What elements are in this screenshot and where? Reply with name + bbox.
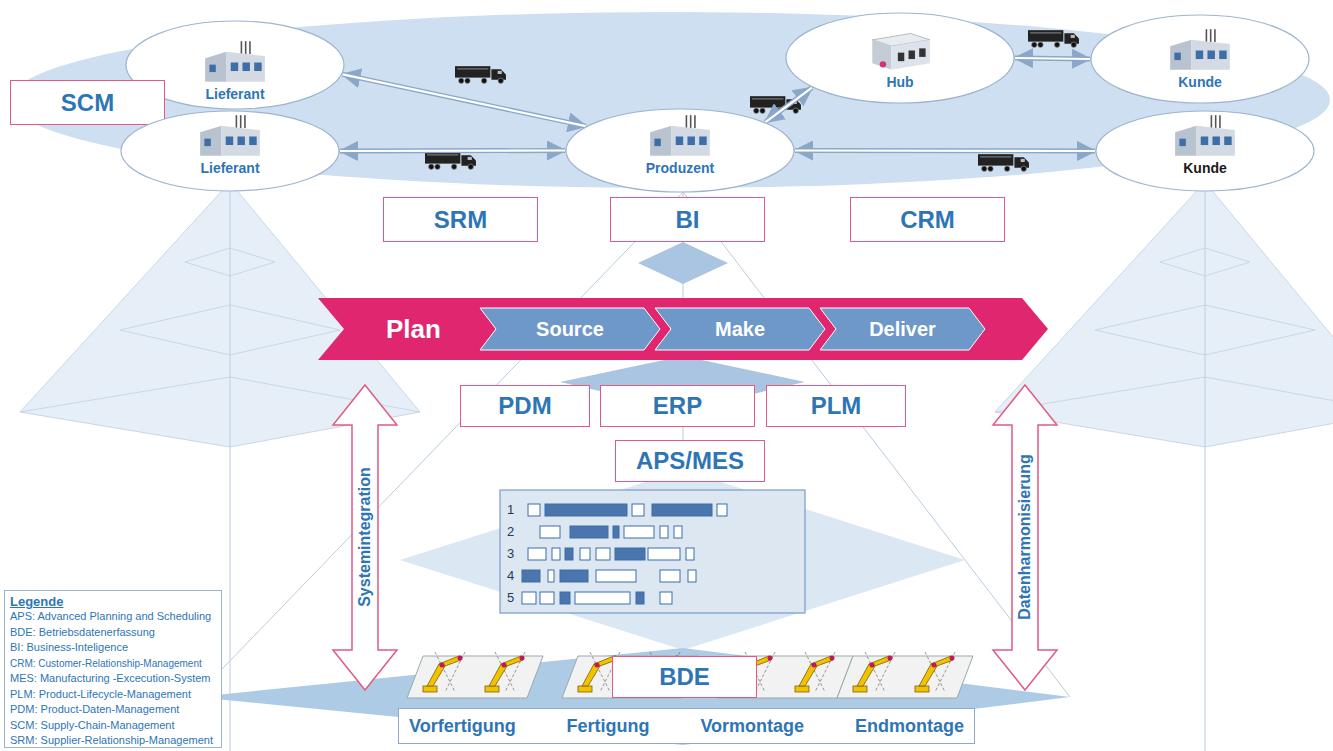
flow-arrow-outline [343,74,586,126]
legend-entry: APS: Advanced Planning and Scheduling [10,609,216,625]
node-label: SCM [61,89,114,117]
node-label: Plan [386,314,441,345]
production-stage-bar: Vorfertigung Fertigung Vormontage Endmontag… [398,708,975,744]
warehouse-icon [872,33,930,69]
flow-arrow-outline [340,148,565,154]
ellipse-outline [120,110,340,192]
row-number: 1 [507,502,514,517]
row-number: 5 [507,590,514,605]
stage-label: Vorfertigung [409,716,516,737]
flow-arrow [795,149,1095,152]
row-number: 2 [507,524,514,539]
legend-title: Legende [10,594,216,609]
node-label: Hub [785,74,1015,90]
legend-entry: SCM: Supply-Chain-Management [10,718,216,734]
stage-label: Vormontage [700,716,804,737]
system-box: BI [610,197,765,242]
legend-entry: BDE: Betriebsdatenerfassung [10,625,216,641]
node-label: Kunde [1090,74,1310,90]
system-box: ERP [600,385,755,427]
system-box: PDM [460,385,590,427]
node-label: BDE [659,663,710,691]
flow-arrow [340,149,565,152]
process-chevron: Plan Source Make Deliver [318,298,1048,360]
legend-entry: CRM: Customer-Relationship-Management [10,656,216,672]
node-label: Kunde [1095,160,1315,176]
site-ellipse: Kunde [1090,14,1310,104]
factory-icon [650,115,710,156]
node-label: Deliver [869,318,936,341]
ellipse-outline [1090,14,1310,104]
process-chevron: Deliver [820,308,985,350]
node-label: Lieferant [120,160,340,176]
system-box: CRM [850,197,1005,242]
site-ellipse: Lieferant [120,110,340,192]
flow-arrow [343,74,586,126]
process-chevron: Source [480,308,660,350]
node-label: ERP [653,392,702,420]
flow-arrow [1015,58,1090,59]
node-label: PLM [811,392,862,420]
stage-label: Fertigung [567,716,650,737]
legend-entry: PLM: Product-Lifecycle-Management [10,687,216,703]
node-label: Produzent [565,160,795,176]
node-label: BI [676,206,700,234]
ellipse-outline [1095,110,1315,192]
factory-icon [200,115,260,156]
factory-icon [1170,29,1230,70]
site-ellipse: Produzent [565,108,795,193]
flow-arrow-outline [795,148,1095,154]
legend-entry: BI: Business-Inteligence [10,640,216,656]
axis-label: Systemintegration [356,467,374,607]
ellipse-outline [785,12,1015,104]
node-label: PDM [498,392,551,420]
factory-icon [1175,115,1235,156]
node-label: CRM [900,206,955,234]
system-box: PLM [766,385,906,427]
process-chevron: Make [655,308,825,350]
stage-label: Endmontage [855,716,964,737]
system-box: SCM [10,80,165,125]
site-ellipse: Kunde [1095,110,1315,192]
axis-label: Datenharmonisierung [1016,454,1034,619]
system-box: APS/MES [615,440,765,482]
legend-box: LegendeAPS: Advanced Planning and Schedu… [4,590,222,748]
system-box: SRM [383,197,538,242]
legend-entry: MES: Manufacturing -Excecution-System [10,671,216,687]
node-label: Make [715,318,765,341]
node-label: Source [536,318,604,341]
legend-entry: SRM: Supplier-Relationship-Management [10,733,216,749]
factory-icon [205,41,265,82]
node-label: APS/MES [636,447,744,475]
legend-entry: PDM: Product-Daten-Management [10,702,216,718]
node-label: SRM [434,206,487,234]
row-number: 4 [507,568,514,583]
site-ellipse: Hub [785,12,1015,104]
row-number: 3 [507,546,514,561]
flow-arrow [765,88,811,122]
system-box: BDE [612,656,757,698]
flow-arrow-outline [765,88,811,122]
flow-arrow-outline [1015,58,1090,59]
ellipse-outline [565,108,795,193]
